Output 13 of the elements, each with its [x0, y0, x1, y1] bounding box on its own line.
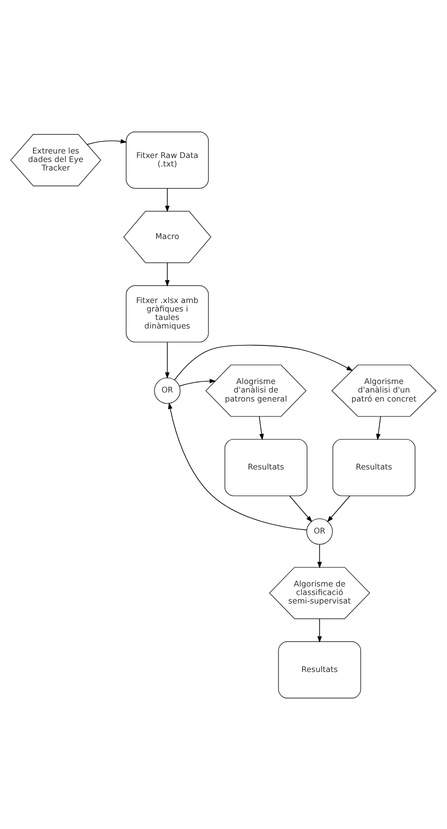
arrow	[86, 138, 128, 144]
arrow	[165, 341, 170, 378]
arrow	[174, 344, 354, 380]
arrow	[376, 416, 381, 440]
arrow	[289, 495, 312, 522]
arrow	[327, 495, 350, 522]
arrow	[168, 402, 308, 530]
arrow	[165, 262, 170, 286]
arrow	[317, 618, 322, 642]
arrow	[317, 544, 322, 568]
arrow	[258, 416, 264, 440]
arrow	[165, 188, 170, 212]
arrow	[179, 378, 216, 386]
